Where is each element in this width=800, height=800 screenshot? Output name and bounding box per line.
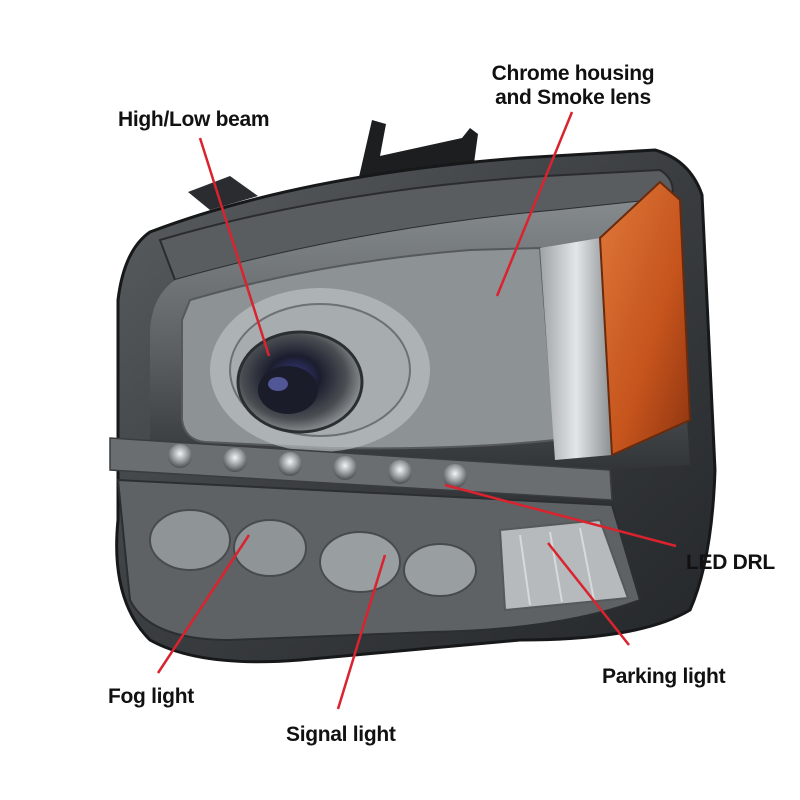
callout-line-high-low-beam	[198, 137, 271, 357]
label-chrome-housing-line1: Chrome housing	[491, 62, 655, 85]
callout-lines	[156, 111, 677, 710]
label-chrome-housing-line2: and Smoke lens	[495, 86, 651, 109]
callout-line-chrome-housing	[495, 111, 574, 297]
headlight-assembly-icon	[109, 148, 717, 664]
fog-light-elements	[149, 509, 307, 577]
label-chrome-housing: Chrome housing and Smoke lens	[488, 62, 658, 110]
chrome-side-panel	[540, 238, 612, 460]
label-parking-light: Parking light	[602, 665, 726, 688]
label-high-low-beam: High/Low beam	[118, 108, 270, 131]
callout-line-parking-light	[547, 542, 630, 646]
label-led-drl: LED DRL	[686, 551, 775, 574]
led-drl-strip	[109, 437, 613, 501]
label-fog-light: Fog light	[108, 685, 194, 708]
amber-marker	[598, 180, 692, 457]
label-signal-light: Signal light	[286, 723, 396, 746]
signal-light-elements	[319, 531, 477, 597]
projector-lens	[210, 288, 430, 452]
callout-line-fog-light	[156, 534, 251, 674]
callout-line-signal-light	[336, 554, 387, 710]
callout-line-led-drl	[444, 483, 677, 548]
